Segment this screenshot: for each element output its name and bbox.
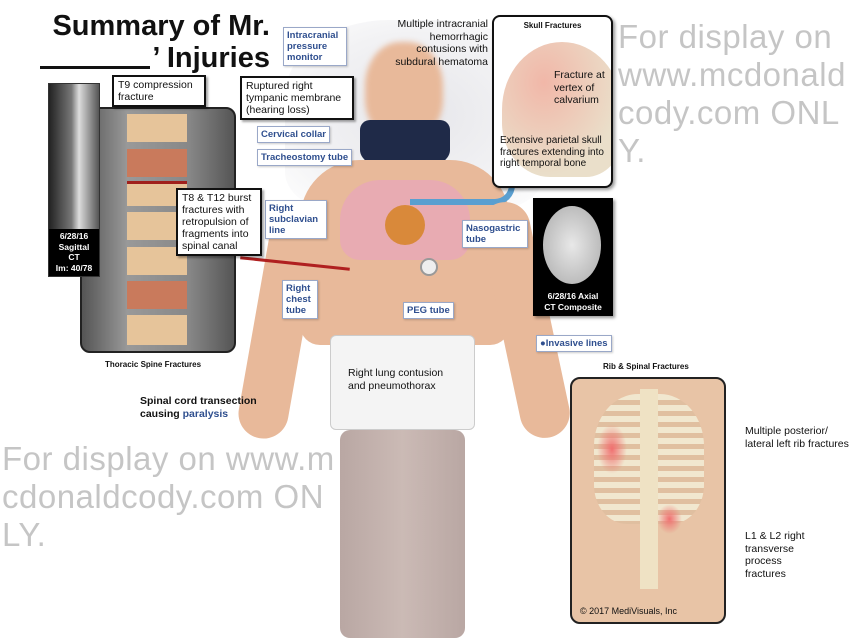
label-icp-monitor: Intracranial pressure monitor <box>283 27 347 66</box>
caption-thoracic-spine: Thoracic Spine Fractures <box>105 360 202 369</box>
label-cervical-collar: Cervical collar <box>257 126 330 143</box>
label-peg-tube: PEG tube <box>403 302 454 319</box>
ct-image-number: Im: 40/78 <box>55 262 93 273</box>
ct-date: 6/28/16 <box>59 231 89 241</box>
label-t8-t12-burst: T8 & T12 burst fractures with retropulsi… <box>176 188 262 256</box>
paralysis-text: paralysis <box>182 407 229 420</box>
peg-site <box>420 258 438 276</box>
legend-text: Invasive lines <box>545 338 608 349</box>
legend-invasive-lines: ●Invasive lines <box>536 335 612 352</box>
label-lung-contusion: Right lung contusion and pneumothorax <box>348 367 444 392</box>
axial-ct-date: 6/28/16 Axial <box>547 291 599 301</box>
heart <box>385 205 425 245</box>
sagittal-ct-label: 6/28/16 Sagittal CT Im: 40/78 <box>49 229 99 276</box>
axial-ct-label: 6/28/16 Axial CT Composite <box>533 291 613 312</box>
title-line-1: Summary of Mr. <box>52 10 270 42</box>
vertebra <box>127 114 187 142</box>
shorts <box>330 335 475 430</box>
title-injuries: ’ Injuries <box>152 42 270 74</box>
label-rib-fractures: Multiple posterior/ lateral left rib fra… <box>745 425 849 450</box>
watermark: For display on www.mcdonaldcody.com ONLY… <box>618 18 846 169</box>
vertebra-fractured-t8 <box>127 149 187 177</box>
vertebra <box>127 315 187 345</box>
spine-column <box>640 389 658 589</box>
ct-type: Sagittal <box>58 241 90 252</box>
rib-fracture-highlight <box>597 424 627 474</box>
sagittal-ct-image <box>49 84 99 229</box>
label-tympanic-membrane: Ruptured right tympanic membrane (hearin… <box>240 76 354 120</box>
copyright: © 2017 MediVisuals, Inc <box>580 606 678 616</box>
sagittal-ct-panel: 6/28/16 Sagittal CT Im: 40/78 <box>48 83 100 277</box>
label-nasogastric-tube: Nasogastric tube <box>462 220 528 248</box>
skull-image <box>502 42 611 177</box>
label-chest-tube: Right chest tube <box>282 280 318 319</box>
legs <box>340 430 465 638</box>
name-blank <box>40 66 151 69</box>
title-line-2: ’ Injuries <box>40 42 270 74</box>
bullet-icon: ● <box>540 338 546 349</box>
skull-title: Skull Fractures <box>523 21 582 30</box>
label-subclavian-line: Right subclavian line <box>265 200 327 239</box>
axial-ct-type: CT Composite <box>544 301 602 312</box>
label-tracheostomy-tube: Tracheostomy tube <box>257 149 353 166</box>
rib-spinal-panel: © 2017 MediVisuals, Inc <box>570 377 726 624</box>
label-spinal-cord: Spinal cord transection causing paralysi… <box>140 395 270 420</box>
caption-rib-spinal: Rib & Spinal Fractures <box>603 362 689 371</box>
label-parietal-fractures: Extensive parietal skull fractures exten… <box>500 135 604 169</box>
label-vertex-fracture: Fracture at vertex of calvarium <box>554 69 605 106</box>
ct-modality: CT <box>68 252 80 262</box>
skull-fractures-panel: Skull Fractures Fracture at vertex of ca… <box>492 15 613 188</box>
watermark: For display on www.mcdonaldcody.com ONLY… <box>2 440 335 553</box>
label-l1-l2-fractures: L1 & L2 right transverse process fractur… <box>745 530 805 580</box>
axial-ct-panel: 6/28/16 Axial CT Composite <box>533 198 613 316</box>
spinal-cord-text: Spinal cord transection causing <box>140 395 257 420</box>
vertebra-fractured-t12 <box>127 281 187 309</box>
transverse-fracture-highlight <box>657 504 682 534</box>
page-title: Summary of Mr. ’ Injuries <box>40 10 270 74</box>
axial-ct-image <box>543 206 601 284</box>
label-t9-compression: T9 compression fracture <box>112 75 206 107</box>
label-intracranial-contusions: Multiple intracranial hemorrhagic contus… <box>395 18 488 68</box>
